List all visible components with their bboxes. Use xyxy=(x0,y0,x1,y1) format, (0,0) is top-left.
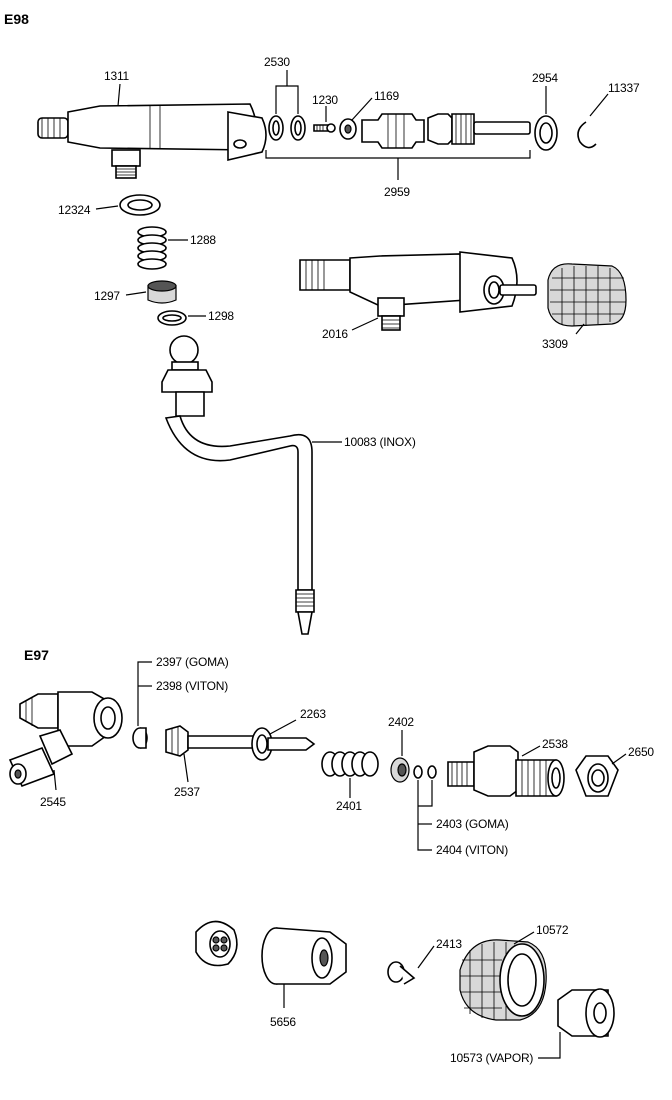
label-2413: 2413 xyxy=(436,937,462,951)
label-1311: 1311 xyxy=(104,69,130,83)
label-2263: 2263 xyxy=(300,707,326,721)
part-1288-spring xyxy=(137,226,167,270)
part-2413-clip xyxy=(387,961,416,985)
label-11337: 11337 xyxy=(608,81,640,95)
part-12324-gasket xyxy=(119,194,161,216)
label-10572: 10572 xyxy=(536,923,569,937)
label-12324: 12324 xyxy=(58,203,91,217)
leader-1297 xyxy=(125,291,147,296)
leader-2413 xyxy=(417,945,435,969)
label-2538: 2538 xyxy=(542,737,568,751)
label-2401: 2401 xyxy=(336,799,362,813)
leader-2537 xyxy=(183,753,189,783)
part-2537-stem xyxy=(165,725,316,761)
label-2545: 2545 xyxy=(40,795,66,809)
part-3309-knob xyxy=(547,263,627,327)
part-1298-oring xyxy=(157,310,187,326)
label-10573: 10573 (VAPOR) xyxy=(450,1051,533,1065)
part-2016-body xyxy=(299,251,537,331)
leader-2538 xyxy=(521,745,541,757)
section-e98-title: E98 xyxy=(4,11,29,27)
label-5656: 5656 xyxy=(270,1015,296,1029)
leader-1311 xyxy=(117,83,121,107)
part-2402-seat xyxy=(390,757,410,783)
leader-12324 xyxy=(95,205,119,210)
part-2538-fitting xyxy=(447,745,565,797)
label-1297: 1297 xyxy=(94,289,120,303)
leader-2397 xyxy=(137,661,152,726)
leader-2016 xyxy=(351,317,379,331)
part-1169-washer xyxy=(339,118,357,140)
leader-1169 xyxy=(351,97,373,121)
leader-2403 xyxy=(418,780,433,807)
label-1288: 1288 xyxy=(190,233,216,247)
label-2404: 2404 (VITON) xyxy=(436,843,508,857)
label-2530: 2530 xyxy=(264,55,290,69)
leader-2530 xyxy=(275,85,299,114)
section-e97-title: E97 xyxy=(24,647,49,663)
label-2402: 2402 xyxy=(388,715,414,729)
label-2954: 2954 xyxy=(532,71,558,85)
leader-2263 xyxy=(269,719,297,735)
part-1297-seat xyxy=(147,280,177,304)
part-2545-elbow xyxy=(8,691,123,788)
leader-2404 xyxy=(417,780,432,851)
label-3309: 3309 xyxy=(542,337,568,351)
leader-10573 xyxy=(538,1032,561,1059)
bracket-2959 xyxy=(265,150,531,159)
part-2530-orings xyxy=(268,115,306,141)
part-10083-pipe xyxy=(161,335,315,635)
leader-2650 xyxy=(611,753,627,765)
part-2397-gasket xyxy=(132,727,148,749)
part-10572-knob xyxy=(459,939,547,1021)
label-2397: 2397 (GOMA) xyxy=(156,655,229,669)
part-2650-nut xyxy=(575,755,619,797)
label-10083: 10083 (INOX) xyxy=(344,435,416,449)
part-2954-washer xyxy=(534,115,558,151)
label-1230: 1230 xyxy=(312,93,338,107)
part-5656-sleeve xyxy=(261,927,347,985)
label-1169: 1169 xyxy=(374,89,400,103)
part-valve-spindle xyxy=(361,113,531,149)
label-2398: 2398 (VITON) xyxy=(156,679,228,693)
label-2537: 2537 xyxy=(174,785,200,799)
leader-11337 xyxy=(589,93,609,117)
leader-2545 xyxy=(53,769,57,791)
label-1298: 1298 xyxy=(208,309,234,323)
label-2650: 2650 xyxy=(628,745,654,759)
label-2959: 2959 xyxy=(384,185,410,199)
part-1311-body xyxy=(37,103,267,179)
leader-3309 xyxy=(575,323,585,335)
part-10573-cap xyxy=(557,988,615,1038)
label-2016: 2016 xyxy=(322,327,348,341)
leader-10572 xyxy=(513,931,535,945)
part-2403-orings xyxy=(413,765,437,779)
part-5656-insert xyxy=(195,920,238,967)
part-1230-screw xyxy=(313,123,336,133)
part-11337-circlip xyxy=(577,121,597,149)
label-2403: 2403 (GOMA) xyxy=(436,817,509,831)
part-2401-spring xyxy=(321,751,379,777)
